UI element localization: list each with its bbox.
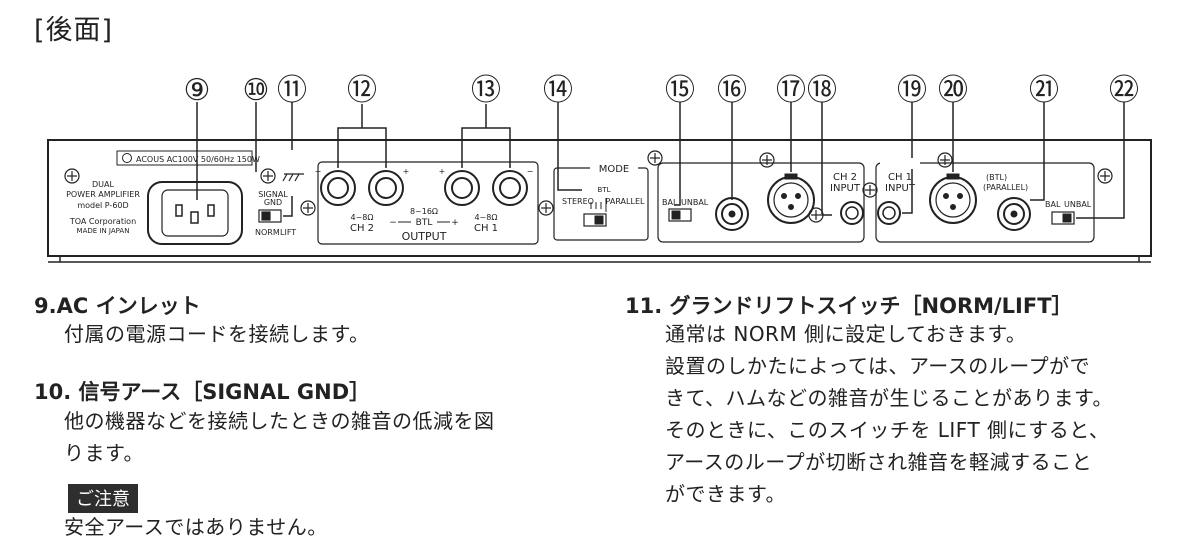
leader-lines — [196, 102, 1125, 219]
item-11-text-line3: きて、ハムなどの雑音が生じることがあります。 — [665, 386, 1113, 410]
caution-label: ご注意 — [68, 484, 138, 513]
brand-text: DUAL POWER AMPLIFIER model P-60D TOA Cor… — [66, 180, 140, 235]
signal-gnd-area: SIGNAL GND NORM LIFT — [255, 173, 304, 237]
svg-text:+: + — [439, 167, 446, 176]
svg-text:POWER AMPLIFIER: POWER AMPLIFIER — [66, 190, 140, 199]
svg-text:NORM: NORM — [255, 228, 280, 237]
svg-text:DUAL: DUAL — [92, 180, 114, 189]
item-10-heading: 10. 信号アース［SIGNAL GND］ — [34, 380, 371, 404]
callout-number: ⑪ — [277, 73, 307, 108]
callout-number: ⑩ — [243, 73, 270, 108]
svg-text:TOA Corporation: TOA Corporation — [69, 217, 136, 226]
callout-number: ⑨ — [184, 73, 211, 108]
output-section — [317, 161, 539, 245]
callout-number: ⑲ — [897, 73, 927, 108]
svg-text:MADE IN JAPAN: MADE IN JAPAN — [77, 227, 130, 235]
power-label-text: ACOUS AC100V 50/60Hz 150W — [136, 155, 260, 164]
svg-text:STEREO: STEREO — [562, 197, 594, 206]
item-11-text-line4: そのときに、このスイッチを LIFT 側にすると、 — [665, 418, 1110, 442]
svg-text:(PARALLEL): (PARALLEL) — [983, 183, 1028, 192]
svg-text:LIFT: LIFT — [280, 228, 296, 237]
svg-text:8~16Ω: 8~16Ω — [410, 207, 438, 216]
callout-number: ⑳ — [938, 73, 968, 108]
svg-text:UNBAL: UNBAL — [1064, 200, 1092, 209]
section-title: [後面] — [34, 15, 114, 46]
svg-text:SIGNAL: SIGNAL — [258, 190, 288, 199]
svg-text:BAL: BAL — [1045, 200, 1061, 209]
svg-text:BTL: BTL — [416, 218, 433, 228]
svg-text:GND: GND — [264, 198, 282, 207]
mode-labels: MODE BTL STEREO PARALLEL — [562, 163, 645, 206]
callout-number: ⑫ — [347, 73, 377, 108]
item-11-text-line5: アースのループが切断され雑音を軽減すること — [665, 450, 1093, 474]
svg-text:CH 2: CH 2 — [833, 172, 857, 183]
ch2-input-section — [657, 162, 865, 243]
svg-text:UNBAL: UNBAL — [681, 198, 709, 207]
svg-text:INPUT: INPUT — [830, 183, 861, 194]
callout-number: ⑮ — [665, 73, 695, 108]
item-11-text-line6: ができます。 — [665, 482, 786, 506]
screws — [64, 150, 1113, 223]
svg-text:4~8Ω: 4~8Ω — [351, 213, 374, 222]
svg-text:4~8Ω: 4~8Ω — [475, 213, 498, 222]
power-label-plate: ACOUS AC100V 50/60Hz 150W — [116, 150, 260, 166]
svg-text:+: + — [403, 167, 410, 176]
caution-text: 安全アースではありません。 — [64, 515, 328, 539]
svg-text:OUTPUT: OUTPUT — [402, 230, 447, 243]
callout-number: ㉒ — [1109, 73, 1139, 108]
callout-number: ⑱ — [807, 73, 837, 108]
callout-number: ⑬ — [471, 73, 501, 108]
svg-text:BTL: BTL — [598, 186, 611, 194]
item-11-text-line2: 設置のしかたによっては、アースのループがで — [665, 354, 1091, 378]
svg-text:BAL: BAL — [662, 198, 678, 207]
output-labels: − + + − 4~8Ω CH 2 8~16Ω BTL − + OUTPUT 4~8Ω… — [315, 167, 534, 243]
item-9-text: 付属の電源コードを接続します。 — [64, 322, 370, 346]
svg-text:model P-60D: model P-60D — [77, 201, 128, 210]
svg-text:CH 2: CH 2 — [350, 223, 374, 234]
ac-inlet — [147, 181, 243, 245]
callout-number: ⑭ — [543, 73, 573, 108]
svg-text:−: − — [315, 167, 322, 176]
callout-number: ㉑ — [1029, 73, 1059, 108]
callout-number: ⑯ — [717, 73, 747, 108]
ch1-input-section — [875, 162, 1095, 243]
ch2-input-labels: BAL UNBAL CH 2 INPUT — [662, 172, 861, 207]
item-11-heading: 11. グランドリフトスイッチ［NORM/LIFT］ — [625, 294, 1073, 318]
svg-text:−: − — [527, 167, 534, 176]
svg-text:+: + — [451, 218, 459, 228]
svg-text:CH 1: CH 1 — [474, 223, 498, 234]
chassis — [47, 139, 1152, 263]
svg-text:(BTL): (BTL) — [986, 173, 1007, 182]
item-10-text-line2: ります。 — [64, 441, 144, 465]
svg-text:CH 1: CH 1 — [888, 172, 912, 183]
svg-text:PARALLEL: PARALLEL — [606, 197, 645, 206]
item-10-text-line1: 他の機器などを接続したときの雑音の低減を図 — [64, 409, 495, 433]
item-9-heading: 9.AC インレット — [34, 294, 201, 318]
svg-text:−: − — [389, 218, 397, 228]
ch1-input-labels: CH 1 INPUT (BTL) (PARALLEL) BAL UNBAL — [880, 158, 1092, 209]
callout-number: ⑰ — [776, 73, 806, 108]
item-11-text-line1: 通常は NORM 側に設定しておきます。 — [665, 322, 1027, 346]
svg-text:INPUT: INPUT — [885, 183, 916, 194]
svg-text:MODE: MODE — [599, 164, 630, 175]
